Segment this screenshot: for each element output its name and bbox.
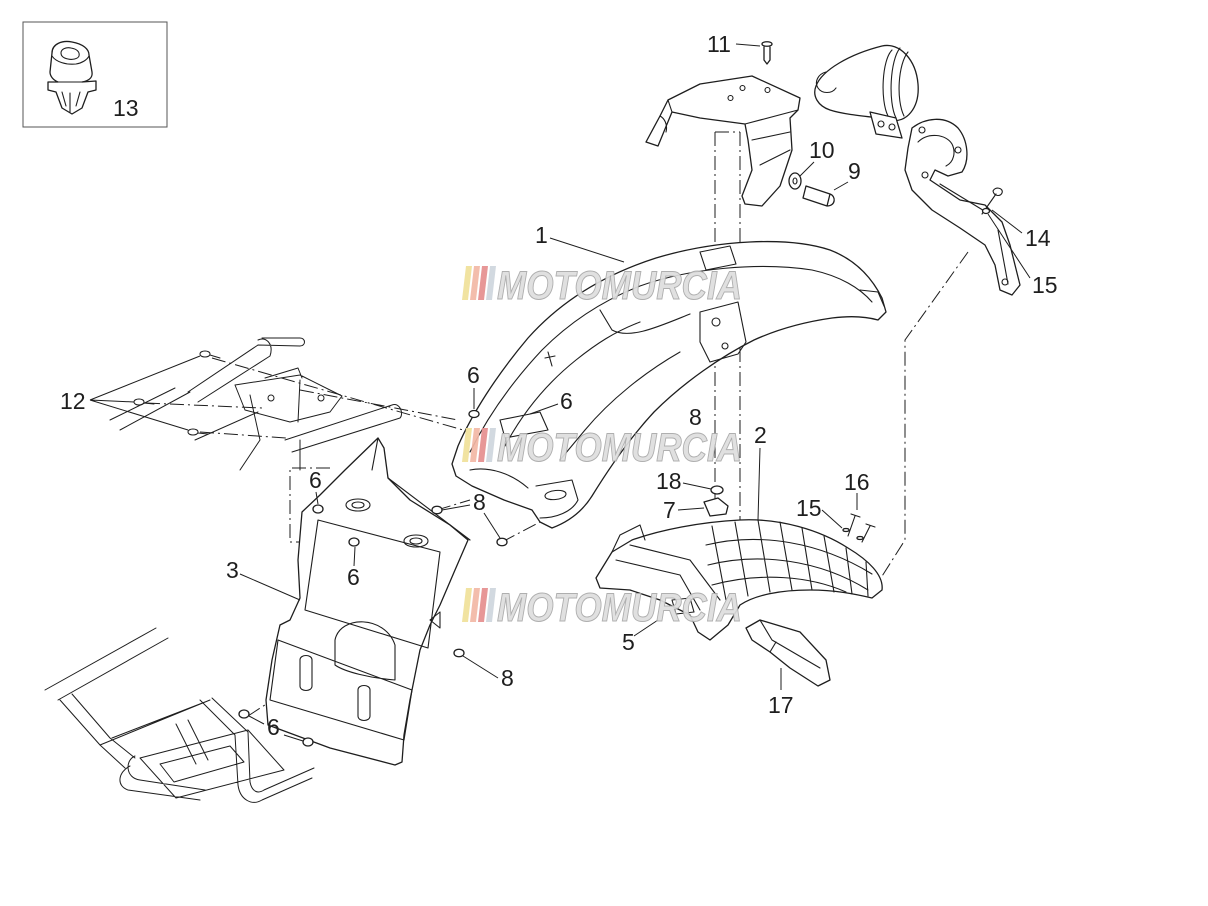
watermark-stripe — [470, 266, 480, 300]
taillight — [814, 44, 919, 122]
callout-15: 15 — [796, 495, 822, 521]
washer-10-hole — [792, 177, 798, 185]
callout-5: 5 — [622, 629, 635, 655]
watermark-top: MOTOMURCIA — [462, 264, 743, 309]
watermark-stripe — [470, 588, 480, 622]
callout-6: 6 — [309, 467, 322, 493]
callout-3: 3 — [226, 557, 239, 583]
callout-6: 6 — [560, 388, 573, 414]
callout-7: 7 — [663, 497, 676, 523]
washer-18 — [710, 485, 724, 495]
callout-2: 2 — [754, 422, 767, 448]
inset-frame — [22, 21, 168, 128]
clip-7 — [703, 497, 729, 517]
inset-clip-part — [47, 40, 97, 115]
inset-clip-details — [51, 47, 90, 113]
taillight-connector-pins — [877, 120, 896, 131]
frame-bolts-12 — [133, 350, 221, 436]
watermark-middle: MOTOMURCIA — [462, 426, 743, 471]
callout-6: 6 — [347, 564, 360, 590]
callout-1: 1 — [535, 222, 548, 248]
screws-15-16 — [847, 513, 876, 543]
callout-9: 9 — [848, 158, 861, 184]
watermark-text: MOTOMURCIA — [497, 586, 742, 630]
watermark-text: MOTOMURCIA — [497, 264, 742, 308]
callout-11: 11 — [707, 31, 731, 57]
callout-16: 16 — [844, 469, 870, 495]
callout-18: 18 — [656, 468, 682, 494]
callout-15: 15 — [1032, 272, 1058, 298]
mudflap-piece — [745, 619, 831, 687]
callout-17: 17 — [768, 692, 794, 718]
taillight-bracket-details — [659, 84, 799, 166]
plate-washer-15 — [981, 207, 991, 215]
callout-6: 6 — [267, 714, 280, 740]
watermark-stripe — [478, 428, 488, 462]
watermark-stripe — [478, 266, 488, 300]
taillight-connector — [869, 111, 903, 139]
watermark-stripe — [470, 428, 480, 462]
mudguard-support-details — [269, 437, 471, 741]
inner-fender-mesh — [611, 519, 873, 615]
watermark-stripe — [478, 588, 488, 622]
callout-12: 12 — [60, 388, 86, 414]
callout-14: 14 — [1025, 225, 1051, 251]
washer-mudguard-2 — [348, 537, 360, 547]
callout-13: 13 — [113, 95, 139, 121]
watermark-stripe — [486, 266, 496, 300]
watermark-stripe — [462, 266, 472, 300]
license-plate-bracket — [904, 118, 1021, 296]
leader-lines — [89, 43, 1031, 742]
washers-15 — [842, 527, 864, 541]
rear-fender-details — [469, 245, 885, 519]
washer-mudguard-4 — [302, 737, 314, 747]
mudguard-support — [265, 437, 469, 766]
watermark-bottom: MOTOMURCIA — [462, 586, 743, 631]
rear-fender — [451, 240, 887, 529]
callout-8: 8 — [473, 489, 486, 515]
washer-mudguard-3 — [238, 709, 250, 719]
callout-8: 8 — [501, 665, 514, 691]
watermark-stripe — [462, 428, 472, 462]
mudflap-piece-details — [759, 619, 821, 669]
callout-6: 6 — [467, 362, 480, 388]
callout-8: 8 — [689, 404, 702, 430]
callout-10: 10 — [809, 137, 835, 163]
taillight-bracket — [645, 75, 801, 207]
bolt-9 — [802, 185, 835, 207]
watermark-stripe — [486, 588, 496, 622]
washer-mudguard-1 — [312, 504, 324, 514]
watermark-text: MOTOMURCIA — [497, 426, 742, 470]
taillight-details — [815, 47, 909, 119]
license-plate-bracket-details — [917, 126, 1009, 286]
washer-10 — [788, 172, 802, 190]
watermark-stripe — [462, 588, 472, 622]
top-screw — [761, 41, 773, 65]
washer-fender-front — [468, 409, 480, 419]
lower-frame — [44, 627, 315, 803]
watermark-stripe — [486, 428, 496, 462]
